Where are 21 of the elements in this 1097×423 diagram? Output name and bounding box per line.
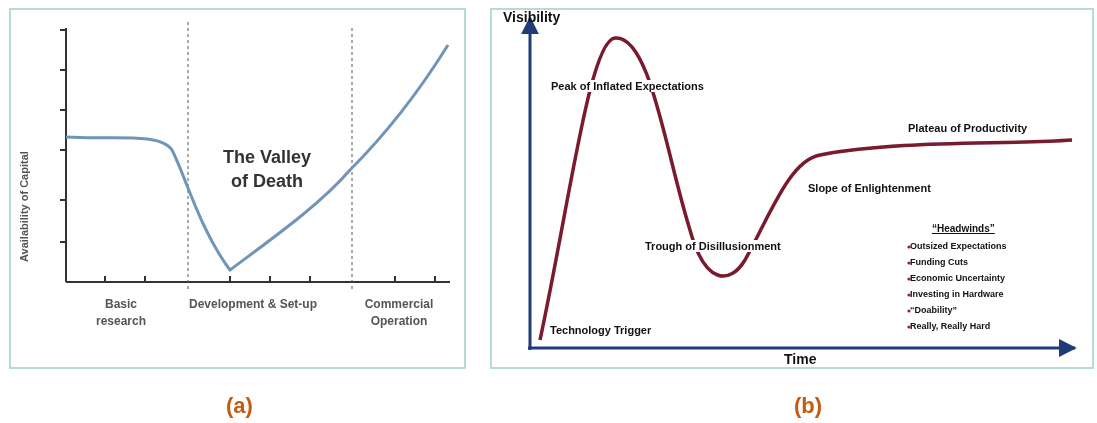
curve-label: Peak of Inflated Expectations <box>549 80 706 92</box>
phase-label: Commercial Operation <box>363 296 435 330</box>
list-item: Funding Cuts <box>910 257 968 267</box>
phase-label: Basic research <box>94 296 147 330</box>
list-item: “Doability” <box>910 305 957 315</box>
curve-label: Slope of Enlightenment <box>808 182 931 194</box>
chart-title: The Valley of Death <box>221 146 313 193</box>
list-heading: “Headwinds” <box>932 223 995 234</box>
list-item: Investing in Hardware <box>910 289 1004 299</box>
curve-label: Technology Trigger <box>550 324 652 336</box>
curve-label: Plateau of Productivity <box>908 122 1028 134</box>
list-item: Outsized Expectations <box>910 241 1007 251</box>
axis-title: Visibility <box>503 9 561 25</box>
curve-label: Trough of Disillusionment <box>643 240 783 252</box>
panel-label: (a) <box>226 393 253 419</box>
phase-label: Development & Set-up <box>188 296 318 313</box>
list-item: Economic Uncertainty <box>910 273 1006 283</box>
list-item: Really, Really Hard <box>910 321 991 331</box>
axis-title: Availability of Capital <box>18 151 30 262</box>
panel-label: (b) <box>794 393 823 419</box>
axis-title: Time <box>784 351 817 367</box>
